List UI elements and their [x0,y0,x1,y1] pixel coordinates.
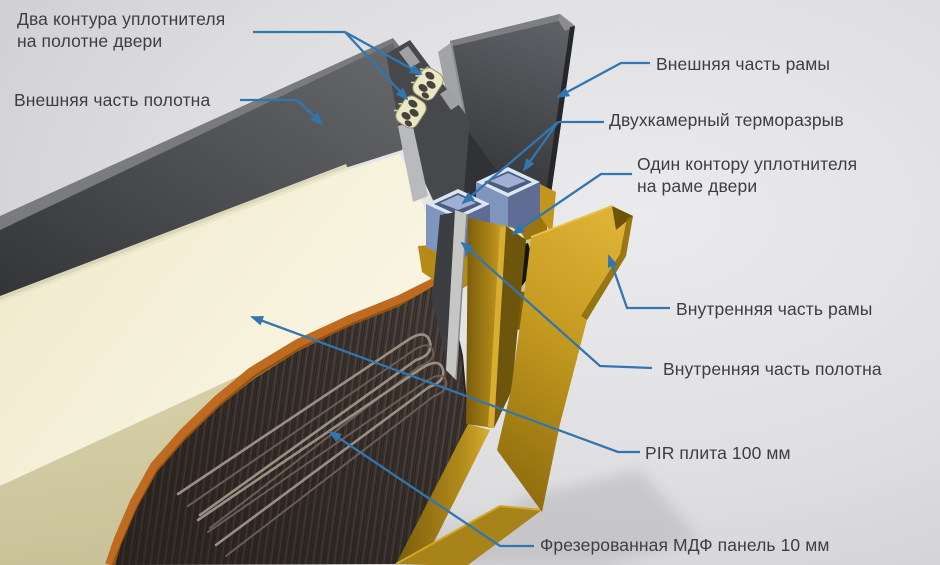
leader-inner-leaf [460,241,653,370]
inner-leaf-gold-edge [395,218,543,565]
label-inner-leaf: Внутренняя часть полотна [663,359,882,379]
label-thermal-break: Двухкамерный терморазрыв [609,110,844,130]
leader-thermal-1 [461,121,559,205]
leader-mdf [328,430,534,548]
leader-thermal-2 [522,121,559,172]
leader-outer-leaf [240,98,324,126]
pir-insulation-slab [0,154,440,565]
outer-leaf-sheet [0,38,412,304]
inner-frame-plank [497,205,633,512]
leader-leaf-seal-2 [344,31,409,101]
label-outer-leaf: Внешняя часть полотна [14,90,211,110]
leader-frame-seal [511,172,632,236]
leader-pir [250,315,640,454]
leader-inner-frame [607,254,670,310]
label-mdf: Фрезерованная МДФ панель 10 мм [540,535,830,555]
leader-lines [240,30,670,548]
label-inner-frame: Внутренняя часть рамы [676,299,873,319]
leader-outer-frame [556,61,650,99]
label-outer-frame: Внешняя часть рамы [656,54,831,74]
leader-leaf-seal-1 [344,30,423,76]
label-pir: PIR плита 100 мм [645,443,791,463]
